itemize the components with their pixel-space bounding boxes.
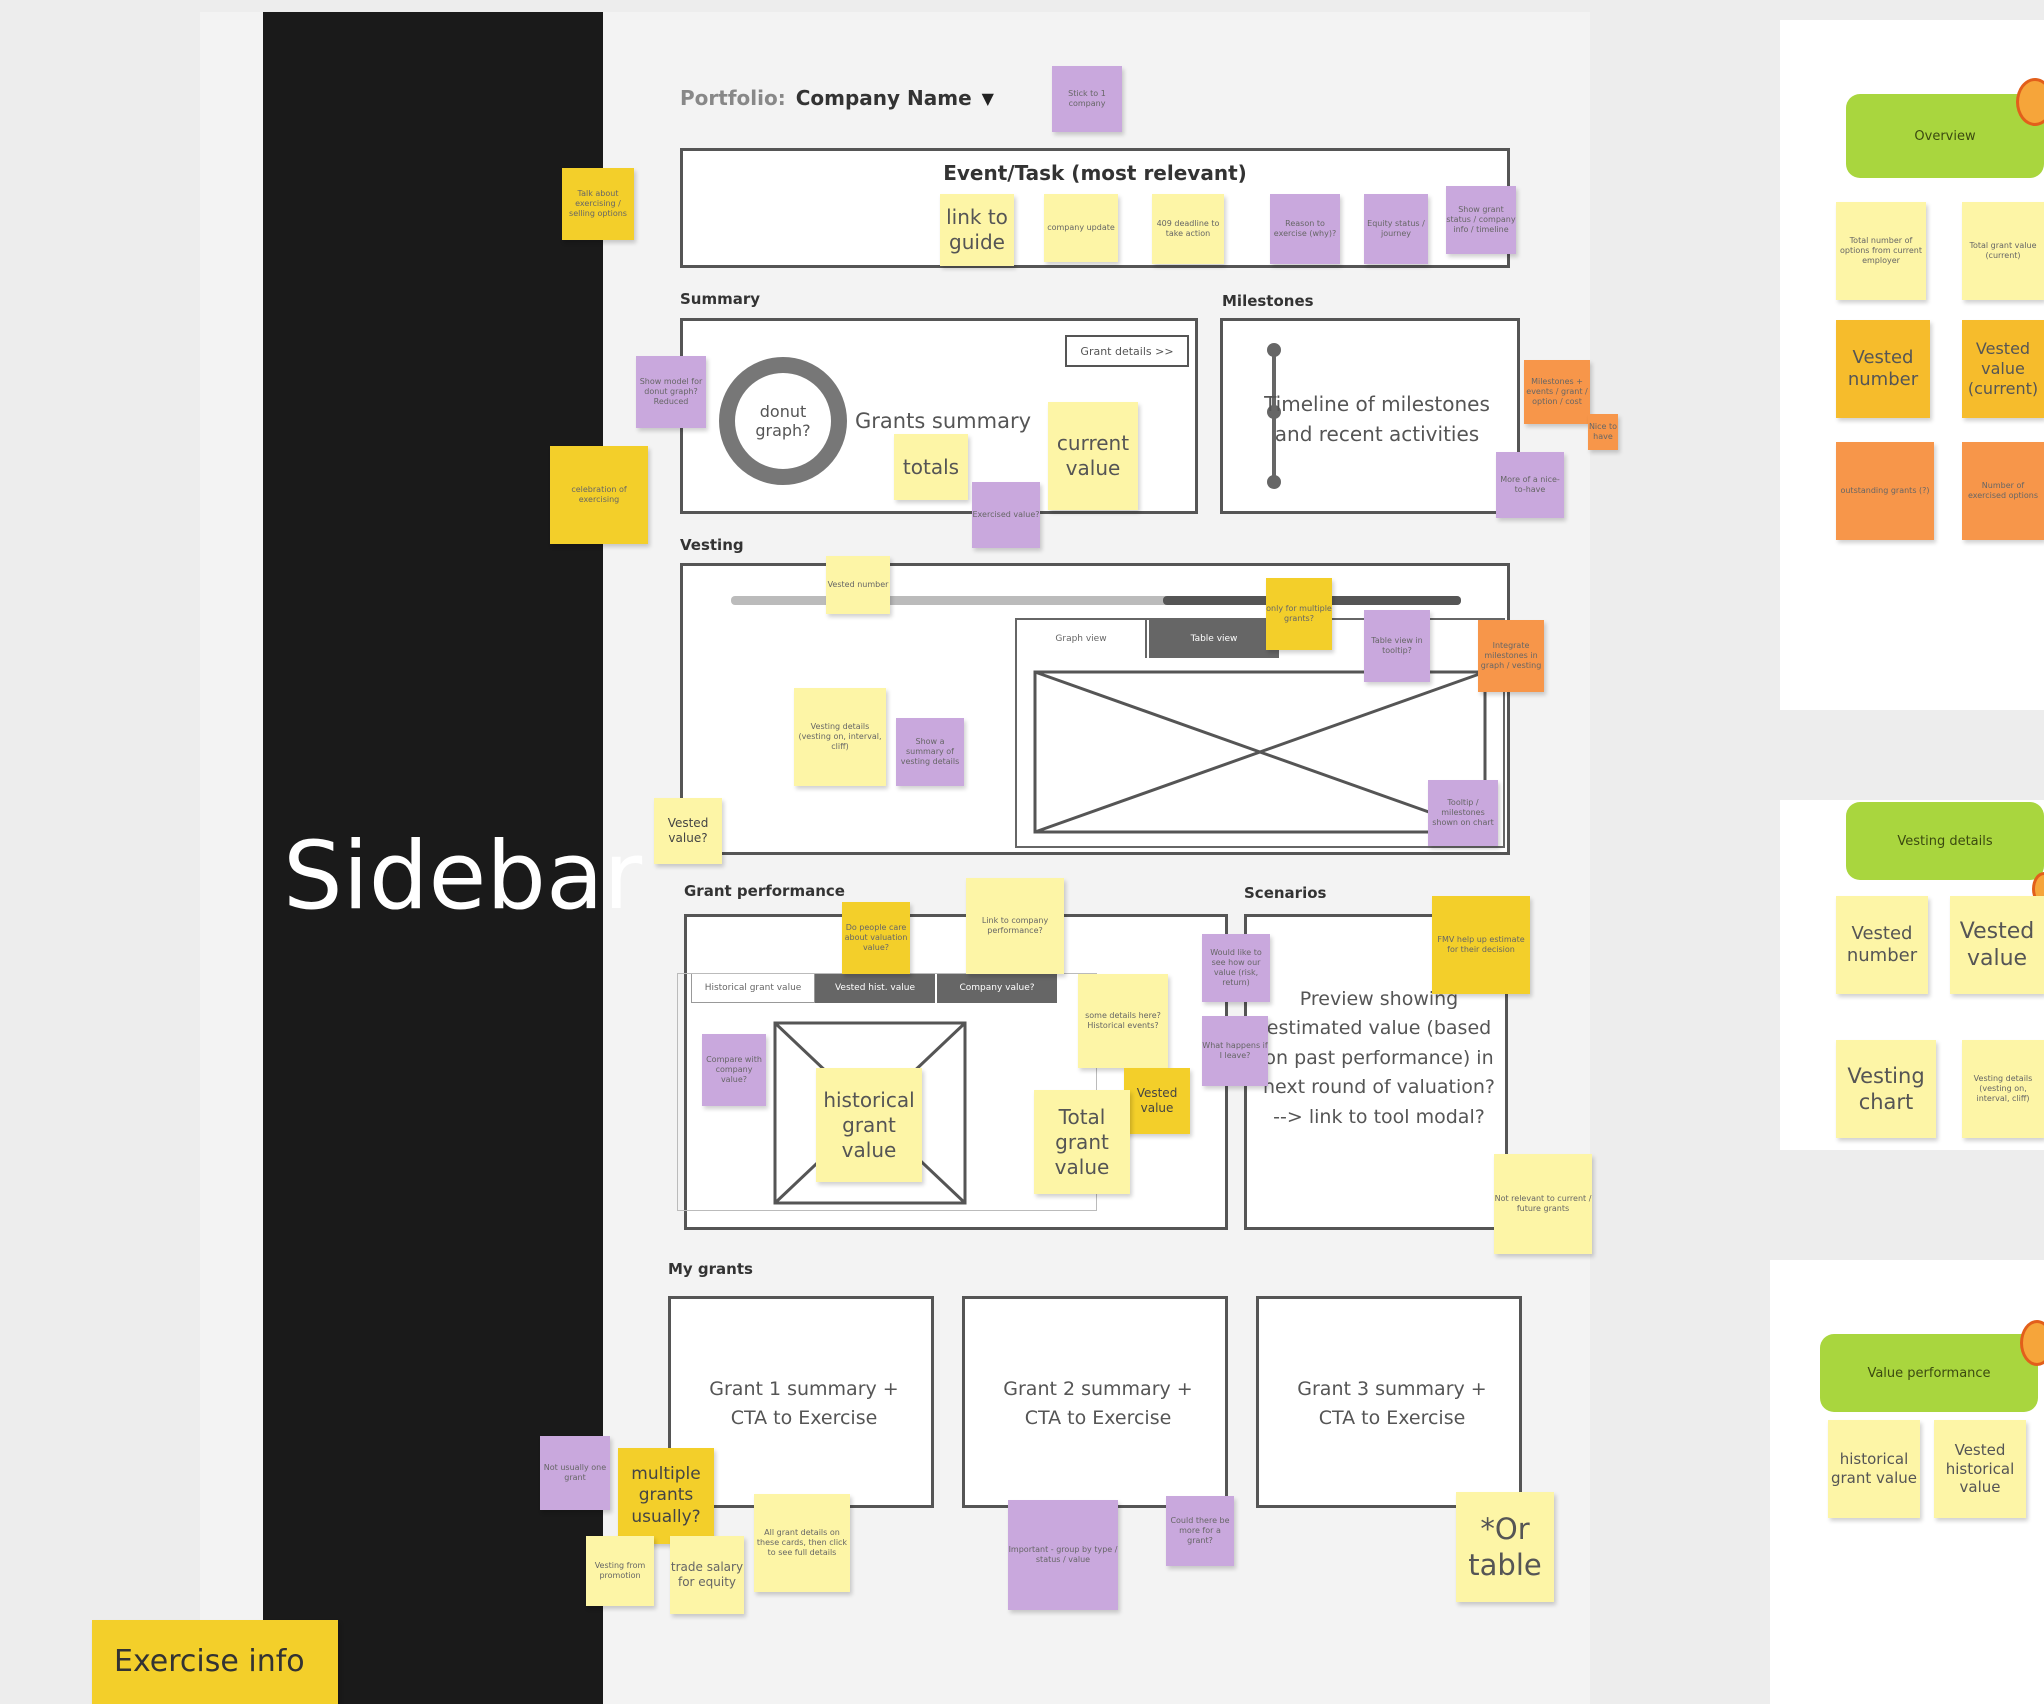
sticky-note[interactable]: totals <box>894 434 968 500</box>
grant-card-2-text: Grant 2 summary + CTA to Exercise <box>1003 1378 1193 1429</box>
sticky-note[interactable]: Reason to exercise (why)? <box>1270 194 1340 264</box>
company-name: Company Name <box>795 86 972 110</box>
sticky-note[interactable]: trade salary for equity <box>670 1536 744 1614</box>
overview-item[interactable]: Total grant value (current) <box>1962 202 2044 300</box>
grant-details-button[interactable]: Grant details >> <box>1065 335 1189 367</box>
sticky-note[interactable]: Not relevant to current / future grants <box>1494 1154 1592 1254</box>
tab-graph-view[interactable]: Graph view <box>1017 620 1147 658</box>
scenarios-preview-text: Preview showing estimated value (based o… <box>1262 988 1496 1128</box>
section-summary-label: Summary <box>680 290 761 308</box>
section-my-grants-label: My grants <box>668 1260 753 1278</box>
overview-item[interactable]: Total number of options from current emp… <box>1836 202 1926 300</box>
value-performance-item[interactable]: Vested historical value <box>1934 1420 2026 1518</box>
sticky-note[interactable]: Milestones + events / grant / option / c… <box>1524 360 1590 424</box>
vesting-details-item[interactable]: Vested number <box>1836 896 1928 994</box>
sticky-note[interactable]: historical grant value <box>816 1068 922 1182</box>
sticky-note[interactable]: Vesting details (vesting on, interval, c… <box>794 688 886 786</box>
sticky-note[interactable]: Not usually one grant <box>540 1436 610 1510</box>
chevron-down-icon: ▼ <box>981 88 994 108</box>
emoji-icon <box>2016 78 2044 126</box>
sticky-note[interactable]: Show a summary of vesting details <box>896 718 964 786</box>
vesting-details-item[interactable]: Vesting details (vesting on, interval, c… <box>1962 1040 2044 1138</box>
sticky-note[interactable]: *Or table <box>1456 1492 1554 1602</box>
sticky-note[interactable]: Important - group by type / status / val… <box>1008 1500 1118 1610</box>
overview-item[interactable]: Vested value (current) <box>1962 320 2044 418</box>
sticky-note[interactable]: 409 deadline to take action <box>1152 194 1224 264</box>
portfolio-label: Portfolio: <box>680 86 786 110</box>
overview-item[interactable]: outstanding grants (?) <box>1836 442 1934 540</box>
timeline-dot-mid <box>1267 405 1281 419</box>
portfolio-selector[interactable]: Portfolio: Company Name ▼ <box>680 86 994 110</box>
sticky-note[interactable]: What happens if I leave? <box>1202 1016 1268 1086</box>
sticky-note[interactable]: Table view in tooltip? <box>1364 610 1430 682</box>
sticky-note[interactable]: Vested number <box>826 556 890 614</box>
grants-summary-label: Grants summary <box>855 409 1032 433</box>
section-milestones-label: Milestones <box>1222 292 1314 310</box>
vesting-details-item[interactable]: Vested value <box>1950 896 2044 994</box>
sticky-note[interactable]: celebration of exercising <box>550 446 648 544</box>
sticky-note[interactable]: Would like to see how our value (risk, r… <box>1202 934 1270 1002</box>
sticky-note[interactable]: only for multiple grants? <box>1266 578 1332 650</box>
sticky-note[interactable]: some details here? Historical events? <box>1078 974 1168 1068</box>
timeline-dot-top <box>1267 343 1281 357</box>
sticky-note[interactable]: Equity status / journey <box>1364 194 1428 264</box>
sticky-note[interactable]: link to guide <box>940 194 1014 266</box>
timeline-label: Timeline of milestones and recent activi… <box>1264 392 1490 446</box>
sticky-note[interactable]: Link to company performance? <box>966 878 1064 974</box>
sticky-note[interactable]: Exercised value? <box>972 482 1040 548</box>
timeline-dot-bottom <box>1267 475 1281 489</box>
grant-card-1-text: Grant 1 summary + CTA to Exercise <box>709 1378 899 1429</box>
sticky-note[interactable]: All grant details on these cards, then c… <box>754 1494 850 1592</box>
section-scenarios-label: Scenarios <box>1244 884 1327 902</box>
sticky-note[interactable]: Compare with company value? <box>702 1034 766 1106</box>
sticky-note[interactable]: company update <box>1044 194 1118 262</box>
grant-card-3-text: Grant 3 summary + CTA to Exercise <box>1297 1378 1487 1429</box>
section-vesting-label: Vesting <box>680 536 744 554</box>
sticky-note[interactable]: Tooltip / milestones shown on chart <box>1428 780 1498 846</box>
sticky-note[interactable]: multiple grants usually? <box>618 1448 714 1544</box>
sticky-note[interactable]: FMV help up estimate for their decision <box>1432 896 1530 994</box>
event-task-title: Event/Task (most relevant) <box>943 161 1247 185</box>
sticky-note[interactable]: Vested value <box>1124 1068 1190 1134</box>
overview-item[interactable]: Vested number <box>1836 320 1930 418</box>
section-grant-performance-label: Grant performance <box>684 882 845 900</box>
milestones-box: Timeline of milestones and recent activi… <box>1220 318 1520 514</box>
sticky-note[interactable]: Nice to have <box>1588 414 1618 450</box>
value-performance-item[interactable]: historical grant value <box>1828 1420 1920 1518</box>
sticky-note[interactable]: Could there be more for a grant? <box>1166 1496 1234 1566</box>
donut-label: donut graph? <box>755 402 811 440</box>
sticky-note[interactable]: Total grant value <box>1034 1090 1130 1194</box>
vesting-details-item[interactable]: Vesting chart <box>1836 1040 1936 1138</box>
sidebar-label: Sidebar <box>283 822 643 931</box>
donut-graph: donut graph? <box>719 357 847 485</box>
sticky-note[interactable]: More of a nice-to-have <box>1496 452 1564 518</box>
sticky-note[interactable]: Exercise info <box>92 1620 338 1704</box>
sticky-note[interactable]: Vesting from promotion <box>586 1536 654 1606</box>
overview-item[interactable]: Number of exercised options <box>1962 442 2044 540</box>
tab-historical-grant-value[interactable]: Historical grant value <box>691 973 815 1003</box>
sticky-note[interactable]: Talk about exercising / selling options <box>562 168 634 240</box>
sticky-note[interactable]: Show grant status / company info / timel… <box>1446 186 1516 254</box>
sticky-note[interactable]: Do people care about valuation value? <box>842 902 910 974</box>
tab-company-value[interactable]: Company value? <box>937 973 1057 1003</box>
grant-card-3[interactable]: Grant 3 summary + CTA to Exercise <box>1256 1296 1522 1508</box>
sticky-note[interactable]: Vested value? <box>654 798 722 864</box>
sidebar: Sidebar <box>263 12 642 1704</box>
sticky-note[interactable]: Stick to 1 company <box>1052 66 1122 132</box>
tab-table-view[interactable]: Table view <box>1149 620 1279 658</box>
grant-card-2[interactable]: Grant 2 summary + CTA to Exercise <box>962 1296 1228 1508</box>
vesting-details-chip: Vesting details <box>1846 802 2044 880</box>
value-performance-chip: Value performance <box>1820 1334 2038 1412</box>
emoji-icon <box>2020 1320 2044 1366</box>
chart-placeholder <box>1033 670 1487 834</box>
tab-vested-historical-value[interactable]: Vested hist. value <box>815 973 935 1003</box>
vesting-progress-track <box>731 596 1461 605</box>
sticky-note[interactable]: Show model for donut graph? Reduced <box>636 356 706 428</box>
overview-chip: Overview <box>1846 94 2044 178</box>
sticky-note[interactable]: current value <box>1048 402 1138 510</box>
sticky-note[interactable]: Integrate milestones in graph / vesting <box>1478 620 1544 692</box>
